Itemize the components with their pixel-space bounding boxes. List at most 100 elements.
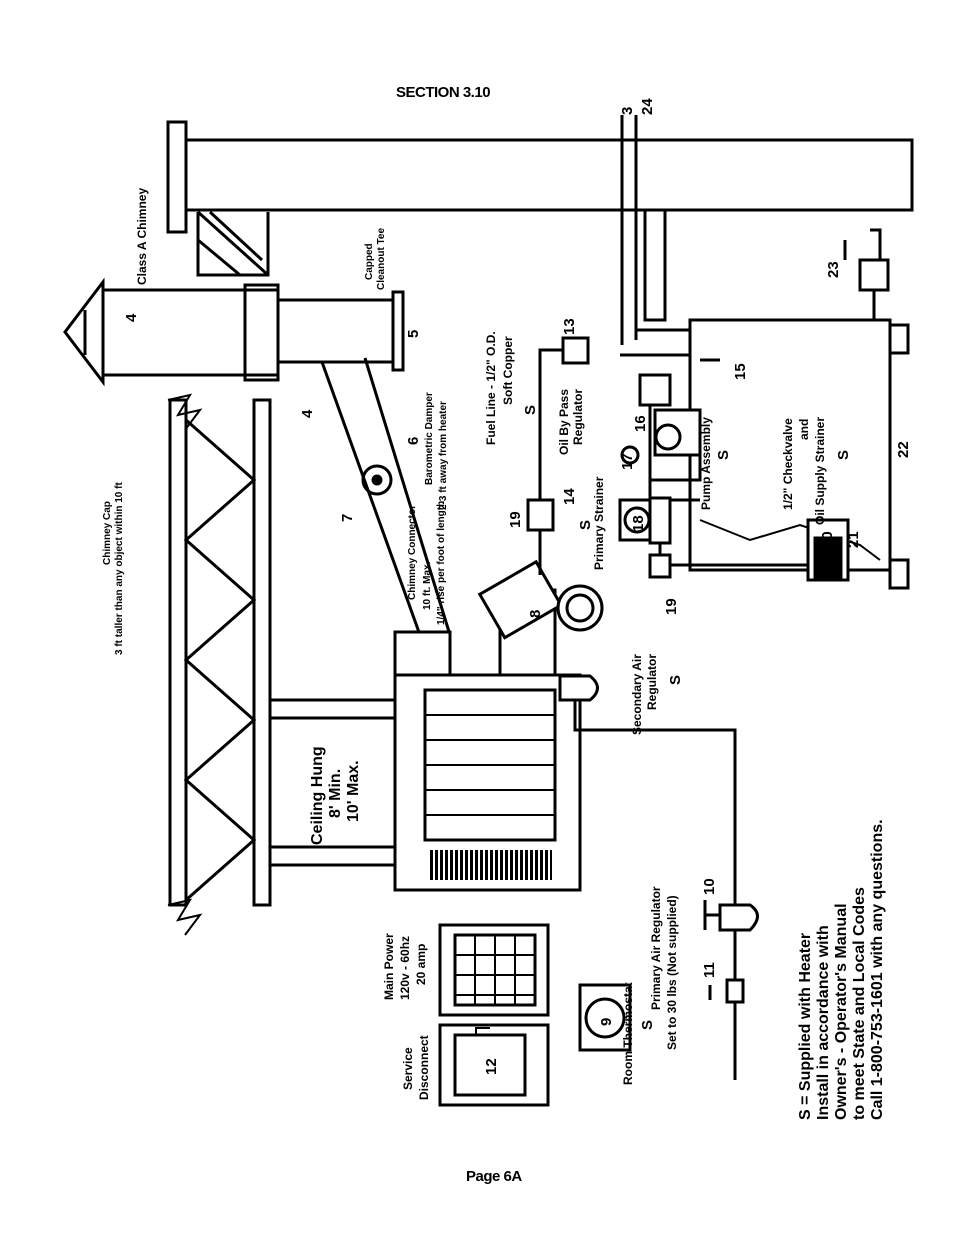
page-number: Page 6A xyxy=(466,1168,522,1185)
truss-break-top xyxy=(167,393,203,431)
roof-joist-top xyxy=(196,210,270,277)
label-service: Service xyxy=(401,1047,415,1090)
barometric-damper-hub xyxy=(371,474,383,486)
oil-system xyxy=(526,115,910,590)
thermostat-dial xyxy=(584,997,626,1039)
fitting-13 xyxy=(561,336,590,365)
disconnect-handle xyxy=(475,1027,490,1035)
label-capped: Capped xyxy=(364,243,375,280)
label-room-thermostat: Room Thermostat xyxy=(621,982,635,1085)
chimney-connector-pipe xyxy=(320,357,452,636)
part-number-12: 12 xyxy=(483,1058,500,1075)
label-primary-air-regulator: Primary Air Regulator xyxy=(649,886,663,1010)
part-number-10: 10 xyxy=(701,878,718,895)
service-disconnect-box xyxy=(438,1023,550,1107)
part-number-13: 13 xyxy=(561,318,578,335)
part-number-5: 5 xyxy=(405,330,422,338)
tank-leg-2 xyxy=(888,558,910,590)
vertical-wall xyxy=(643,208,667,322)
secondary-air-regulator xyxy=(558,674,599,702)
label-soft-copper: Soft Copper xyxy=(501,336,515,405)
burner-motor-hub xyxy=(565,593,595,623)
label-oil-bypass: Oil By Pass xyxy=(557,389,571,455)
label-primary-strainer: Primary Strainer xyxy=(592,476,606,570)
heater-unit xyxy=(393,559,759,1080)
service-disconnect-inner xyxy=(453,1033,527,1097)
valve-17 xyxy=(620,445,640,465)
label-chimney-cap: Chimney Cap xyxy=(102,501,113,565)
barometric-damper xyxy=(361,464,393,496)
part-number-20: 20 xyxy=(819,531,836,548)
valve-11 xyxy=(725,978,745,1004)
valve-23 xyxy=(858,258,890,292)
electrical xyxy=(438,923,632,1107)
part-number-18: 18 xyxy=(630,515,647,532)
burner-motor xyxy=(556,584,604,632)
part-number-4a: 4 xyxy=(123,313,140,322)
valve-23-pipes xyxy=(843,228,882,320)
part-number-22: 22 xyxy=(895,441,912,458)
cleanout-tee xyxy=(276,298,395,364)
building-structure xyxy=(166,120,914,936)
label-main-power-voltage: 120v - 60hz xyxy=(398,936,412,1000)
note-install: Install in accordance with xyxy=(815,925,832,1120)
label-chimney-cap-note: 3 ft taller than any object within 10 ft xyxy=(114,482,125,655)
note-phone: Call 1-800-753-1601 with any questions. xyxy=(869,819,886,1120)
burner-housing xyxy=(477,559,564,640)
label-main-power-amp: 20 amp xyxy=(414,944,428,985)
fuel-line xyxy=(538,348,568,500)
chimney xyxy=(63,277,452,636)
supplied-marker-thermostat: S xyxy=(639,1020,656,1030)
note-manual: Owner's - Operator's Manual xyxy=(833,903,850,1120)
truss-break-bottom xyxy=(167,898,203,936)
label-barometric-distance: 2-3 ft away from heater xyxy=(438,401,449,510)
note-supplied: S = Supplied with Heater xyxy=(797,933,814,1120)
part-number-23: 23 xyxy=(825,261,842,278)
label-secondary-air-regulator: Regulator xyxy=(645,654,659,710)
breaker-grid xyxy=(455,935,535,1005)
supplied-marker-checkvalve: S xyxy=(835,450,852,460)
part-number-19a: 19 xyxy=(507,511,524,528)
part-number-6: 6 xyxy=(405,437,422,445)
note-codes: to meet State and Local Codes xyxy=(851,887,868,1120)
wall-end xyxy=(166,120,188,234)
cleanout-cap xyxy=(391,290,405,372)
label-pump-assembly: Pump Assembly xyxy=(699,417,713,510)
part-number-8: 8 xyxy=(527,610,544,618)
supplied-marker-fuel-line: S xyxy=(522,405,539,415)
supplied-marker-primary-strainer: S xyxy=(577,520,594,530)
oil-bypass-regulator xyxy=(638,373,672,407)
ceiling-truss-bottom xyxy=(252,398,272,907)
chimney-body xyxy=(101,288,280,377)
heater-grille xyxy=(428,850,552,880)
label-cleanout-tee: Cleanout Tee xyxy=(376,228,387,290)
label-fuel-line: Fuel Line - 1/2" O.D. xyxy=(484,331,498,445)
part-number-17: 17 xyxy=(619,453,636,470)
part-number-7: 7 xyxy=(339,514,356,522)
tank-leg-1 xyxy=(888,323,910,355)
label-primary-air-setting: Set to 30 lbs (Not supplied) xyxy=(665,895,679,1050)
part-number-11: 11 xyxy=(701,962,718,978)
thermostat-body xyxy=(578,983,632,1052)
wall-slab xyxy=(184,138,914,212)
heater-flue-collar xyxy=(393,630,452,679)
label-chimney-connector-max: 10 ft. Max. xyxy=(422,561,433,610)
part-number-9: 9 xyxy=(598,1018,615,1026)
label-chimney-connector: Chimney Connector xyxy=(407,505,418,600)
primary-air-regulator xyxy=(718,903,759,932)
label-ceiling-min: 8' Min. xyxy=(327,769,344,818)
ceiling-truss-web xyxy=(183,418,257,902)
label-main-power: Main Power xyxy=(382,933,396,1000)
label-secondary-air: Secondary Air xyxy=(630,654,644,735)
pump-gauge xyxy=(654,423,682,451)
supplied-marker-secondary-air: S xyxy=(667,675,684,685)
label-barometric-damper: Barometric Damper xyxy=(424,392,435,485)
part-number-24: 24 xyxy=(639,98,656,115)
label-chimney-connector-rise: 1/4" rise per foot of length xyxy=(436,501,447,625)
checkvalve-filter xyxy=(813,536,843,580)
part-number-21: 21 xyxy=(845,531,862,548)
label-oil-supply-strainer: Oil Supply Strainer xyxy=(813,417,827,525)
diagram-labels: Class A Chimney Chimney Cap 3 ft taller … xyxy=(102,98,912,1120)
